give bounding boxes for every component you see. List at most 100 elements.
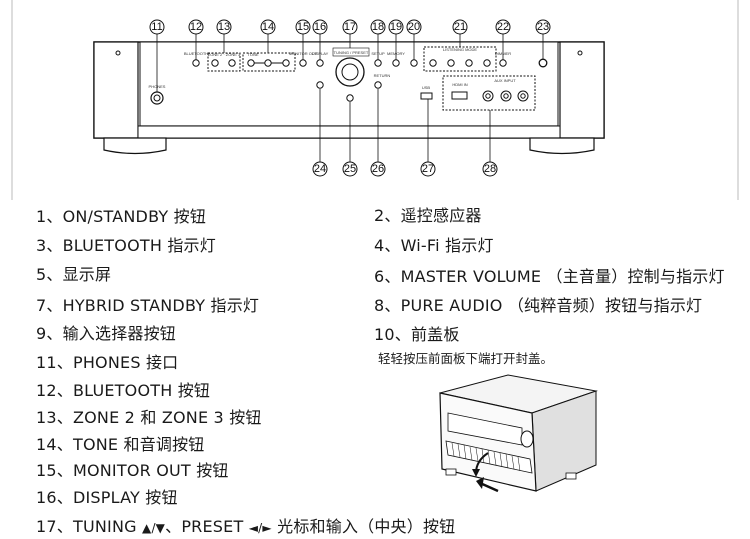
svg-text:15: 15	[297, 21, 309, 33]
item-number: 16、	[36, 488, 73, 507]
item-text: PHONES 接口	[72, 353, 179, 372]
svg-text:16: 16	[314, 21, 326, 33]
list-item-7: 7、HYBRID STANDBY 指示灯	[36, 296, 259, 316]
svg-text:27: 27	[422, 163, 434, 175]
list-item-4: 4、Wi-Fi 指示灯	[374, 236, 494, 256]
svg-text:USB: USB	[422, 85, 431, 90]
item-text: 输入选择器按钮	[62, 324, 176, 343]
left-right-arrows-icon: ◄/►	[248, 521, 272, 535]
list-item-12: 12、BLUETOOTH 按钮	[36, 381, 210, 401]
svg-text:TUNING / PRESET: TUNING / PRESET	[334, 50, 369, 55]
callout-numbers: 11 12 13 14 15 16 17 18 19 20 21 22 23 2…	[149, 19, 551, 177]
item-number: 3、	[36, 236, 63, 255]
front-cover-note: 轻轻按压前面板下端打开封盖。	[378, 351, 554, 366]
svg-text:13: 13	[218, 21, 230, 33]
item-text: ZONE 2 和 ZONE 3 按钮	[72, 408, 262, 427]
svg-text:28: 28	[484, 163, 496, 175]
callout-leaders	[156, 34, 544, 162]
list-item-1: 1、ON/STANDBY 按钮	[36, 207, 206, 227]
callout-28: 28	[482, 161, 498, 177]
svg-text:23: 23	[537, 21, 549, 33]
item-text: HYBRID STANDBY 指示灯	[62, 296, 260, 315]
svg-text:24: 24	[314, 163, 326, 175]
callout-13: 13	[216, 19, 232, 35]
list-item-3: 3、BLUETOOTH 指示灯	[36, 236, 216, 256]
list-item-17: 17、TUNING ▲/▼、PRESET ◄/► 光标和输入（中央）按钮	[36, 517, 455, 538]
item-text: BLUETOOTH 指示灯	[62, 236, 216, 255]
list-item-2: 2、遥控感应器	[374, 206, 482, 226]
item-text: Wi-Fi 指示灯	[400, 236, 494, 255]
item-text: TONE 和音调按钮	[72, 435, 205, 454]
item-text: MASTER VOLUME （主音量）控制与指示灯	[400, 267, 725, 286]
callout-22: 22	[495, 19, 511, 35]
item-number: 11、	[36, 353, 73, 372]
list-item-6: 6、MASTER VOLUME （主音量）控制与指示灯	[374, 267, 725, 287]
list-item-8: 8、PURE AUDIO （纯粹音频）按钮与指示灯	[374, 296, 702, 316]
callout-27: 27	[420, 161, 436, 177]
callout-25: 25	[342, 161, 358, 177]
callout-12: 12	[188, 19, 204, 35]
svg-text:22: 22	[497, 21, 509, 33]
svg-text:19: 19	[390, 21, 402, 33]
item-text: 前盖板	[410, 325, 460, 344]
item-text: 、PRESET	[165, 517, 244, 536]
item-text: MONITOR OUT 按钮	[72, 461, 229, 480]
list-item-11: 11、PHONES 接口	[36, 353, 178, 373]
item-number: 13、	[36, 408, 73, 427]
callout-18: 18	[370, 19, 386, 35]
svg-text:ZONE 2 · ZONE 3: ZONE 2 · ZONE 3	[208, 52, 241, 57]
item-number: 8、	[374, 296, 401, 315]
item-number: 14、	[36, 435, 73, 454]
callout-23: 23	[535, 19, 551, 35]
item-text: TUNING	[72, 517, 137, 536]
list-item-13: 13、ZONE 2 和 ZONE 3 按钮	[36, 408, 262, 428]
item-number: 17、	[36, 517, 73, 536]
svg-text:TONE: TONE	[247, 52, 258, 57]
callout-26: 26	[370, 161, 386, 177]
item-number: 10、	[374, 325, 411, 344]
item-text: 光标和输入（中央）按钮	[277, 517, 456, 536]
callout-20: 20	[406, 19, 422, 35]
item-text: BLUETOOTH 按钮	[72, 381, 211, 400]
item-number: 12、	[36, 381, 73, 400]
svg-text:12: 12	[190, 21, 202, 33]
item-number: 7、	[36, 296, 63, 315]
svg-text:LISTENING MODE: LISTENING MODE	[443, 47, 478, 52]
list-item-15: 15、MONITOR OUT 按钮	[36, 461, 229, 481]
receiver-cover-illustration	[439, 374, 598, 493]
list-item-10: 10、前盖板	[374, 325, 460, 345]
item-number: 15、	[36, 461, 73, 480]
svg-text:18: 18	[372, 21, 384, 33]
list-item-14: 14、TONE 和音调按钮	[36, 435, 205, 455]
callout-14: 14	[260, 19, 276, 35]
svg-text:HDMI IN: HDMI IN	[452, 82, 467, 87]
callout-16: 16	[312, 19, 328, 35]
list-item-9: 9、输入选择器按钮	[36, 324, 176, 344]
callout-24: 24	[312, 161, 328, 177]
up-down-arrows-icon: ▲/▼	[142, 521, 166, 535]
callout-21: 21	[452, 19, 468, 35]
item-number: 5、	[36, 265, 63, 284]
callout-11: 11	[149, 19, 165, 35]
svg-text:21: 21	[454, 21, 466, 33]
svg-text:11: 11	[151, 21, 162, 33]
callout-17: 17	[342, 19, 358, 35]
callout-15: 15	[295, 19, 311, 35]
svg-text:20: 20	[408, 21, 420, 33]
item-text: PURE AUDIO （纯粹音频）按钮与指示灯	[400, 296, 703, 315]
svg-text:AUX INPUT: AUX INPUT	[494, 78, 516, 83]
item-number: 2、	[374, 206, 401, 225]
list-item-5: 5、显示屏	[36, 265, 111, 285]
item-text: 显示屏	[62, 265, 112, 284]
svg-text:17: 17	[344, 21, 356, 33]
svg-text:RETURN: RETURN	[374, 73, 391, 78]
svg-text:26: 26	[372, 163, 384, 175]
item-number: 9、	[36, 324, 63, 343]
item-number: 6、	[374, 267, 401, 286]
item-text: DISPLAY 按钮	[72, 488, 178, 507]
item-number: 1、	[36, 207, 63, 226]
front-panel-diagram: PHONES BLUETOOTH ZONE 2 · ZONE 3 TONE MO…	[11, 0, 739, 200]
svg-text:14: 14	[262, 21, 274, 33]
list-item-16: 16、DISPLAY 按钮	[36, 488, 178, 508]
svg-text:25: 25	[344, 163, 356, 175]
